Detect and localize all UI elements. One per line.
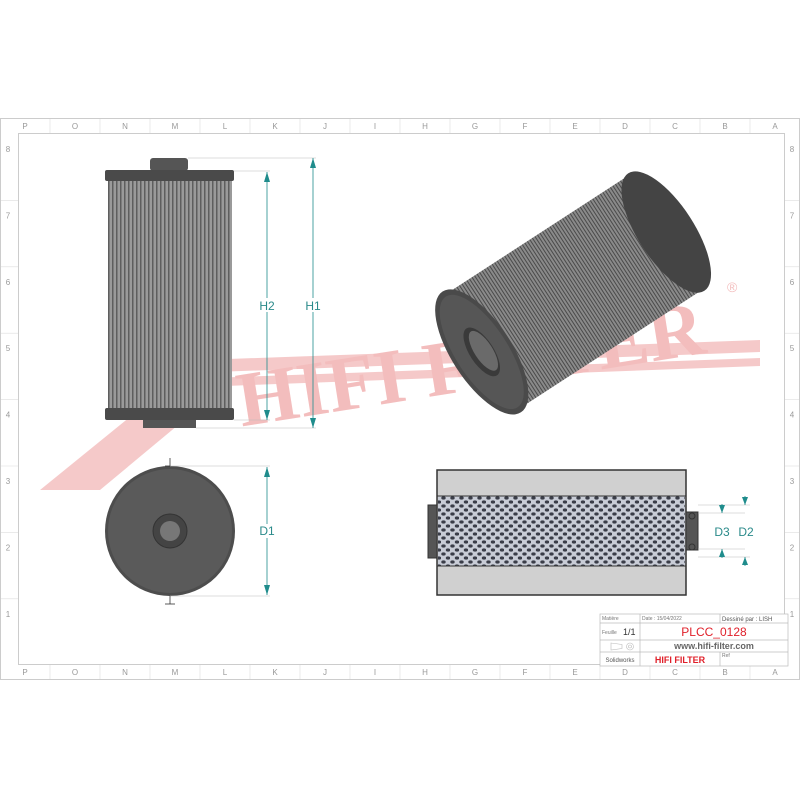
grid-label-col: O — [72, 668, 78, 677]
grid-label-row: 8 — [6, 145, 11, 154]
grid-label-col: L — [223, 122, 228, 131]
grid-label-row: 3 — [790, 477, 795, 486]
grid-label-col: N — [122, 122, 128, 131]
grid-label-row: 1 — [790, 610, 795, 619]
grid-label-col: B — [722, 668, 727, 677]
title-block: Matière Date : 15/04/2022 Dessiné par : … — [599, 613, 789, 667]
grid-label-col: C — [672, 122, 678, 131]
sheet-value: 1/1 — [623, 627, 636, 637]
grid-labels: P P O O N N M M L L K K J J I I H H G G F F E E D D C C B B A A 8 8 7 7 6 6 5 5… — [1, 119, 799, 679]
grid-label-col: J — [323, 668, 327, 677]
drawn-by: Dessiné par : LISH — [722, 617, 772, 623]
grid-label-col: I — [374, 122, 376, 131]
part-number: PLCC_0128 — [681, 625, 747, 639]
grid-label-col: M — [172, 122, 179, 131]
grid-label-col: P — [22, 668, 27, 677]
grid-label-col: C — [672, 668, 678, 677]
projection-symbol-icon — [610, 642, 634, 651]
dimension-h2: H2 — [259, 299, 275, 313]
grid-label-col: M — [172, 668, 179, 677]
grid-label-col: L — [223, 668, 228, 677]
grid-label-row: 5 — [6, 344, 11, 353]
grid-label-row: 5 — [790, 344, 795, 353]
grid-label-col: A — [772, 122, 778, 131]
grid-label-row: 3 — [6, 477, 11, 486]
grid-label-row: 8 — [790, 145, 795, 154]
section-view: D3 D2 — [427, 469, 754, 596]
dimension-d3: D3 — [714, 525, 730, 539]
grid-label-col: I — [374, 668, 376, 677]
grid-label-row: 2 — [790, 543, 795, 552]
grid-label-row: 7 — [790, 211, 795, 220]
front-view: H2 H1 — [105, 157, 323, 429]
dimension-d1: D1 — [259, 524, 275, 538]
grid-label-col: G — [472, 122, 478, 131]
grid-label-col: E — [572, 122, 577, 131]
software: Solidworks — [605, 658, 634, 664]
grid-label-col: D — [622, 122, 628, 131]
grid-label-col: A — [772, 668, 778, 677]
grid-label-col: D — [622, 668, 628, 677]
grid-label-row: 4 — [790, 411, 795, 420]
grid-label-col: E — [572, 668, 577, 677]
grid-label-col: G — [472, 668, 478, 677]
grid-label-col: J — [323, 122, 327, 131]
matiere-label: Matière — [602, 616, 619, 622]
grid-label-col: K — [272, 668, 278, 677]
grid-label-col: N — [122, 668, 128, 677]
grid-label-col: B — [722, 122, 727, 131]
grid-label-col: H — [422, 122, 428, 131]
brand-name: HIFI FILTER — [655, 655, 706, 665]
bottom-view: D1 — [105, 458, 277, 605]
isometric-view — [435, 171, 712, 415]
grid-label-row: 4 — [6, 411, 11, 420]
grid-label-col: P — [22, 122, 27, 131]
grid-label-col: F — [523, 668, 528, 677]
grid-label-row: 1 — [6, 610, 11, 619]
grid-label-col: O — [72, 122, 78, 131]
website: www.hifi-filter.com — [673, 641, 754, 651]
grid-label-row: 2 — [6, 543, 11, 552]
grid-label-col: K — [272, 122, 278, 131]
sheet-label: Feuille — [602, 630, 617, 636]
grid-label-col: H — [422, 668, 428, 677]
ref-label: Ref — [722, 653, 730, 659]
dimension-h1: H1 — [305, 299, 321, 313]
dimension-d2: D2 — [738, 525, 754, 539]
grid-label-row: 7 — [6, 211, 11, 220]
grid-label-row: 6 — [790, 278, 795, 287]
grid-label-col: F — [523, 122, 528, 131]
grid-label-row: 6 — [6, 278, 11, 287]
date-label: Date : 15/04/2022 — [642, 616, 682, 622]
watermark-registered: ® — [727, 279, 738, 295]
